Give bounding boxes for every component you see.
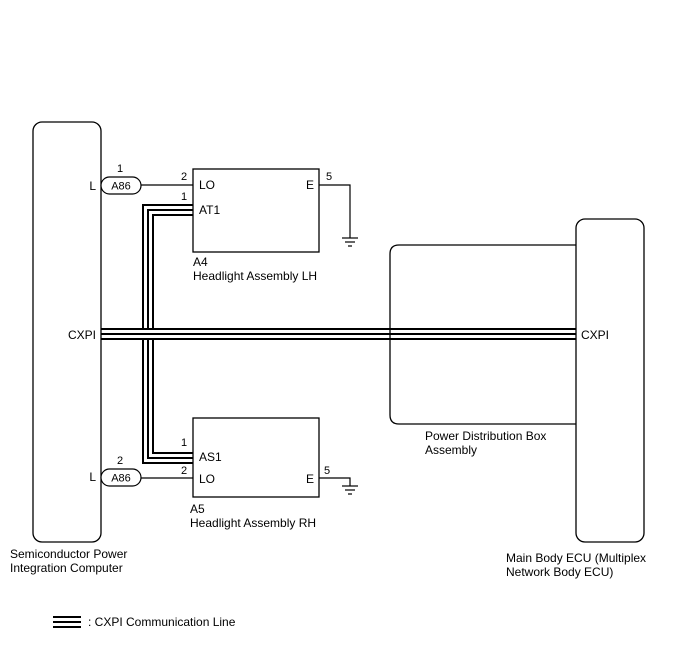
- headlight-lh-box: [192, 168, 320, 253]
- headlight-lh-code: A4: [193, 255, 208, 269]
- headlight-rh-ground-wire: [319, 477, 351, 486]
- legend: : CXPI Communication Line: [53, 615, 236, 629]
- headlight-rh-e-pin-no: 5: [324, 465, 330, 477]
- semiconductor-power-integration-computer: CXPI L L Semiconductor Power Integration…: [10, 121, 127, 575]
- cxpi-branch-rh: [142, 339, 193, 464]
- headlight-lh-at1-pin: AT1: [199, 203, 220, 217]
- semiconductor-power-box: [32, 121, 102, 543]
- connector-a86-bottom-badge: [100, 468, 142, 487]
- headlight-lh-ground-wire: [319, 184, 351, 238]
- connector-a86-top-badge: [100, 176, 142, 195]
- main-body-ecu-cxpi-pin: CXPI: [581, 328, 609, 342]
- power-distribution-box-outline: [389, 244, 577, 425]
- power-distribution-box-name-line2: Assembly: [425, 443, 477, 457]
- connector-a86-top-pin: 1: [117, 163, 123, 175]
- main-body-ecu-name-line2: Network Body ECU): [506, 565, 613, 579]
- headlight-lh-e-pin: E: [306, 178, 314, 192]
- connector-a86-bottom: A86 2: [100, 455, 193, 487]
- headlight-rh-as1-pin-no: 1: [181, 437, 187, 449]
- semiconductor-l-pin-top: L: [89, 179, 96, 193]
- connector-a86-top: A86 1: [100, 163, 193, 195]
- headlight-rh-as1-pin: AS1: [199, 450, 222, 464]
- semiconductor-name-line2: Integration Computer: [10, 561, 123, 575]
- headlight-rh-lo-pin-no: 2: [181, 465, 187, 477]
- headlight-rh-code: A5: [190, 502, 205, 516]
- main-body-ecu-name-line1: Main Body ECU (Multiplex: [506, 551, 646, 565]
- headlight-rh-e-pin: E: [306, 472, 314, 486]
- headlight-rh-name: Headlight Assembly RH: [190, 516, 316, 530]
- legend-text: : CXPI Communication Line: [88, 615, 236, 629]
- headlight-assembly-lh: LO AT1 E 2 1 5 A4 Headlight Assembly LH: [181, 168, 358, 283]
- connector-a86-bottom-pin: 2: [117, 455, 123, 467]
- power-distribution-box-name-line1: Power Distribution Box: [425, 429, 546, 443]
- headlight-lh-at1-pin-no: 1: [181, 191, 187, 203]
- cxpi-line-legend-icon: [53, 616, 81, 628]
- connector-a86-bottom-code: A86: [111, 473, 131, 485]
- headlight-lh-lo-pin: LO: [199, 178, 215, 192]
- semiconductor-l-pin-bottom: L: [89, 470, 96, 484]
- semiconductor-cxpi-pin-label: CXPI: [68, 328, 96, 342]
- ground-symbol-icon: [342, 237, 358, 247]
- cxpi-branch-lh: [142, 204, 193, 329]
- headlight-lh-e-pin-no: 5: [326, 171, 332, 183]
- connector-a86-top-code: A86: [111, 181, 131, 193]
- headlight-lh-lo-pin-no: 2: [181, 171, 187, 183]
- headlight-assembly-rh: AS1 LO E 1 2 5 A5 Headlight Assembly RH: [181, 417, 358, 530]
- ground-symbol-icon: [342, 485, 358, 495]
- headlight-rh-lo-pin: LO: [199, 472, 215, 486]
- semiconductor-name-line1: Semiconductor Power: [10, 547, 127, 561]
- power-distribution-box-assembly: Power Distribution Box Assembly: [389, 244, 577, 457]
- headlight-lh-name: Headlight Assembly LH: [193, 269, 317, 283]
- headlight-rh-box: [192, 417, 320, 498]
- cxpi-bus-lines: [101, 204, 576, 464]
- cxpi-bus-main: [101, 328, 576, 340]
- main-body-ecu: CXPI Main Body ECU (Multiplex Network Bo…: [506, 218, 646, 579]
- main-body-ecu-box: [575, 218, 645, 543]
